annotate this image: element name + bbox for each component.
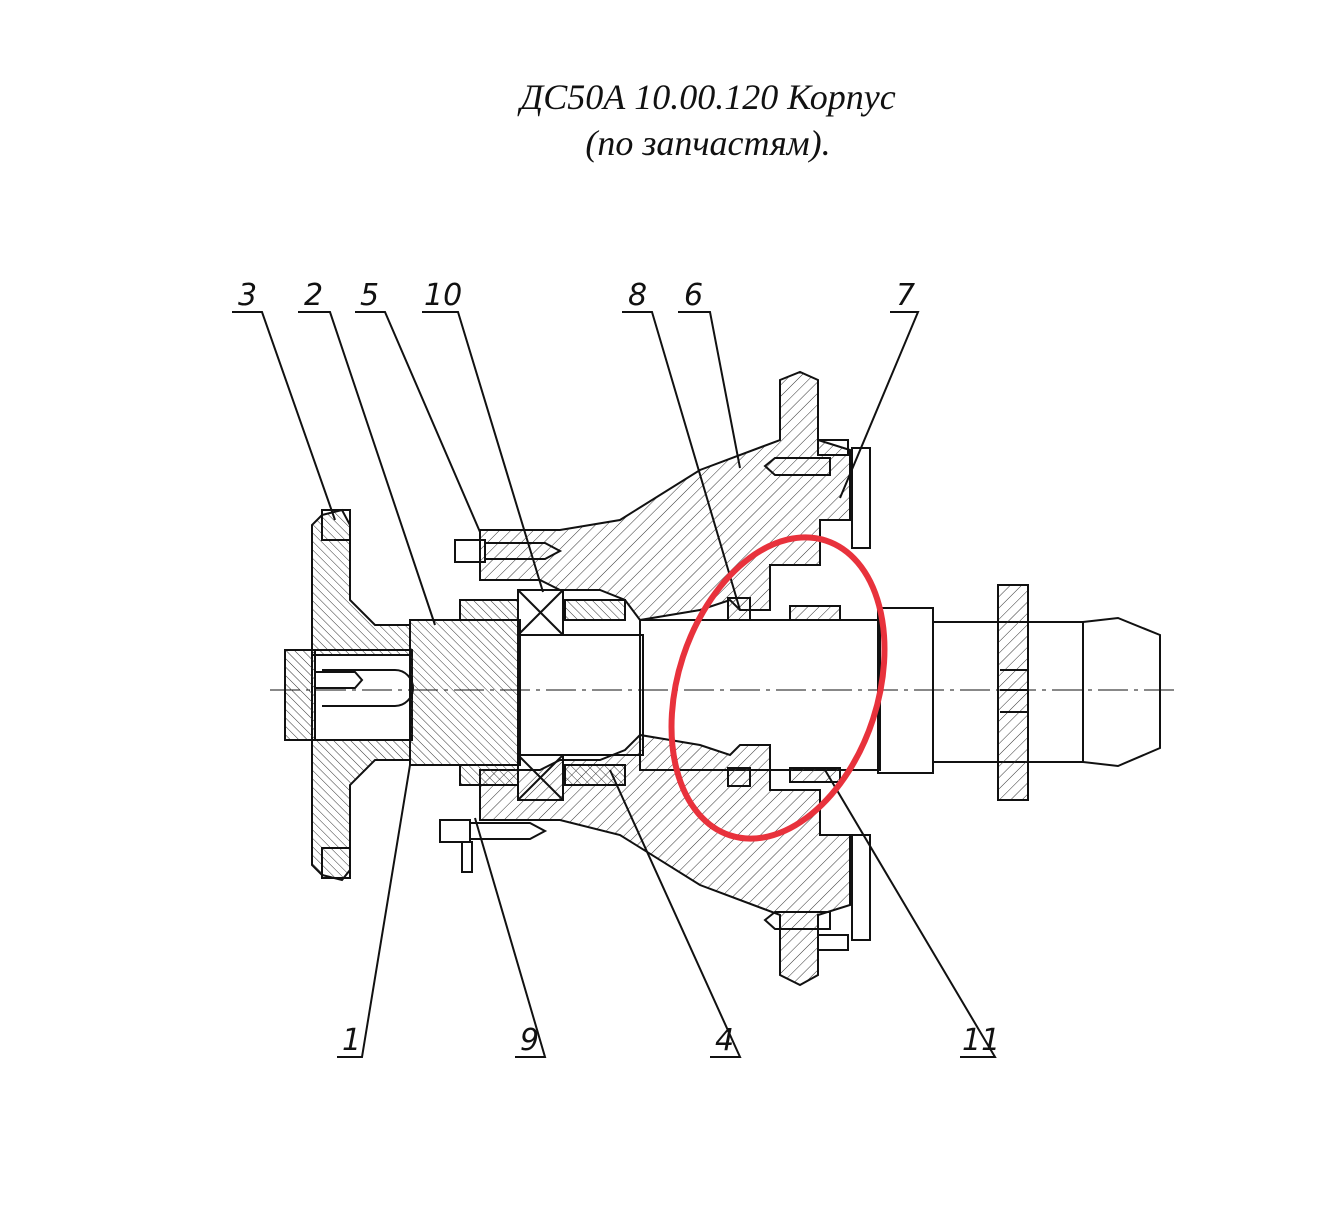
callout-10: 10 — [424, 278, 462, 313]
bolts — [284, 439, 871, 951]
callout-5: 5 — [360, 278, 379, 313]
callout-6: 6 — [684, 278, 703, 313]
callout-2: 2 — [304, 278, 323, 313]
callout-11: 11 — [962, 1023, 1000, 1058]
drawing-subtitle: (по запчастям). — [585, 123, 831, 163]
callout-9: 9 — [520, 1023, 539, 1058]
bearings — [459, 589, 626, 801]
shaft-part — [270, 584, 1180, 801]
callout-3: 3 — [238, 278, 257, 313]
callout-1: 1 — [342, 1023, 361, 1058]
callout-4: 4 — [715, 1023, 734, 1058]
leader-lines — [232, 311, 997, 1058]
sprocket-part — [311, 508, 411, 882]
callout-7: 7 — [896, 278, 915, 313]
highlight-ellipse — [668, 534, 888, 842]
drawing-title: ДС50А 10.00.120 Корпус — [520, 77, 896, 117]
housing-part — [479, 370, 851, 987]
callout-8: 8 — [628, 278, 647, 313]
